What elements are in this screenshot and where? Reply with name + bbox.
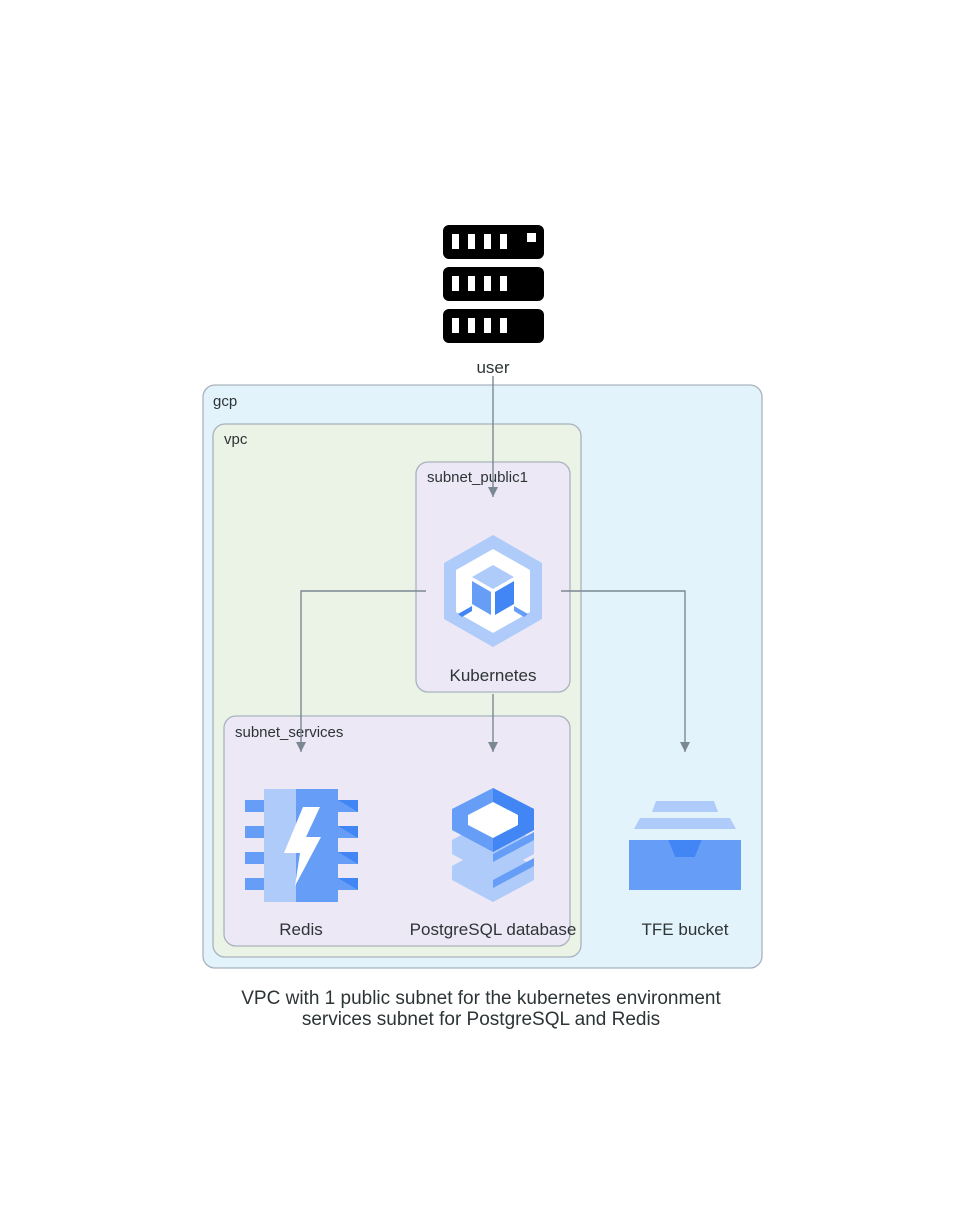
- gke-kubernetes-icon: [444, 535, 542, 647]
- node-bucket: TFE bucket: [629, 801, 741, 939]
- edge-kubernetes-redis: [296, 590, 426, 752]
- node-user-label: user: [476, 358, 509, 377]
- node-bucket-label: TFE bucket: [642, 920, 729, 939]
- node-kubernetes: Kubernetes: [444, 535, 542, 685]
- cluster-subnet-services-label: subnet_services: [235, 724, 343, 741]
- cluster-subnet-public1-label: subnet_public1: [427, 469, 528, 486]
- caption-line-1: VPC with 1 public subnet for the kuberne…: [241, 988, 721, 1009]
- caption-line-2: services subnet for PostgreSQL and Redis: [302, 1009, 660, 1030]
- cluster-gcp-label: gcp: [213, 393, 237, 410]
- edges: [296, 376, 690, 752]
- node-postgres-label: PostgreSQL database: [410, 920, 577, 939]
- cloud-storage-icon: [629, 801, 741, 890]
- node-postgres: PostgreSQL database: [410, 788, 577, 939]
- server-rack-icon: [443, 225, 544, 343]
- node-redis: Redis: [245, 789, 358, 939]
- cluster-vpc-label: vpc: [224, 431, 248, 448]
- edge-kubernetes-bucket: [561, 590, 690, 752]
- node-kubernetes-label: Kubernetes: [450, 666, 537, 685]
- cloud-sql-icon: [452, 788, 534, 902]
- memorystore-icon: [245, 789, 358, 902]
- node-user: user: [443, 225, 544, 377]
- node-redis-label: Redis: [279, 920, 322, 939]
- diagram-caption: VPC with 1 public subnet for the kuberne…: [241, 988, 721, 1030]
